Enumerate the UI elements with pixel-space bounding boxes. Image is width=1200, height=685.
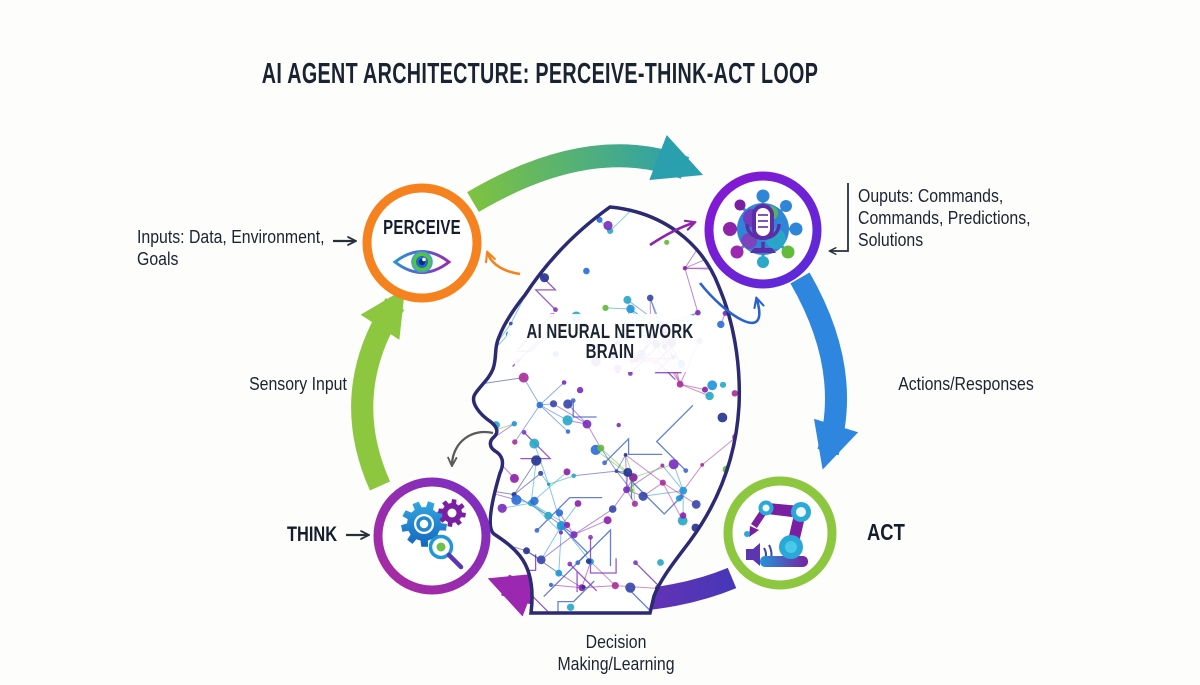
gears-magnifier-icon (401, 499, 466, 570)
loop-arrow-outputs-to-act (790, 272, 859, 470)
act-node-label: ACT (867, 519, 905, 545)
brain-label: AI NEURAL NETWORK BRAIN (526, 322, 694, 362)
brain-label-backplate (506, 314, 712, 372)
brain-label-line1: AI NEURAL NETWORK (526, 321, 694, 343)
perceive-node-ring (362, 183, 482, 303)
connector-head-right-to-outputs (698, 282, 759, 325)
robot-arm-icon (744, 500, 811, 567)
connector-head-to-perceive (488, 254, 521, 276)
think-node-label: THINK (287, 523, 338, 546)
inputs-annotation: Inputs: Data, Environment, Goals (137, 227, 325, 269)
eye-icon (392, 250, 452, 274)
act-node-ring (723, 476, 837, 590)
outputs-annotation: Ouputs: Commands, Commands, Predictions,… (858, 186, 1031, 250)
head-outline (471, 205, 742, 615)
microphone-network-icon (723, 189, 803, 268)
connector-head-to-think (452, 430, 494, 464)
outputs-elbow-connector (831, 183, 849, 251)
head-silhouette (471, 205, 742, 615)
connector-head-to-outputs (649, 223, 693, 247)
perceive-node-label: PERCEIVE (383, 217, 461, 239)
sensory-input-annotation: Sensory Input (249, 374, 347, 394)
loop-arrow-perceive-to-outputs (467, 135, 704, 212)
loop-arrow-think-to-perceive (351, 288, 406, 491)
actions-responses-annotation: Actions/Responses (898, 374, 1034, 394)
diagram-title: AI AGENT ARCHITECTURE: PERCEIVE-THINK-AC… (261, 58, 819, 90)
decision-making-annotation: Decision Making/Learning (557, 632, 675, 674)
brain-label-line2: BRAIN (585, 341, 635, 363)
